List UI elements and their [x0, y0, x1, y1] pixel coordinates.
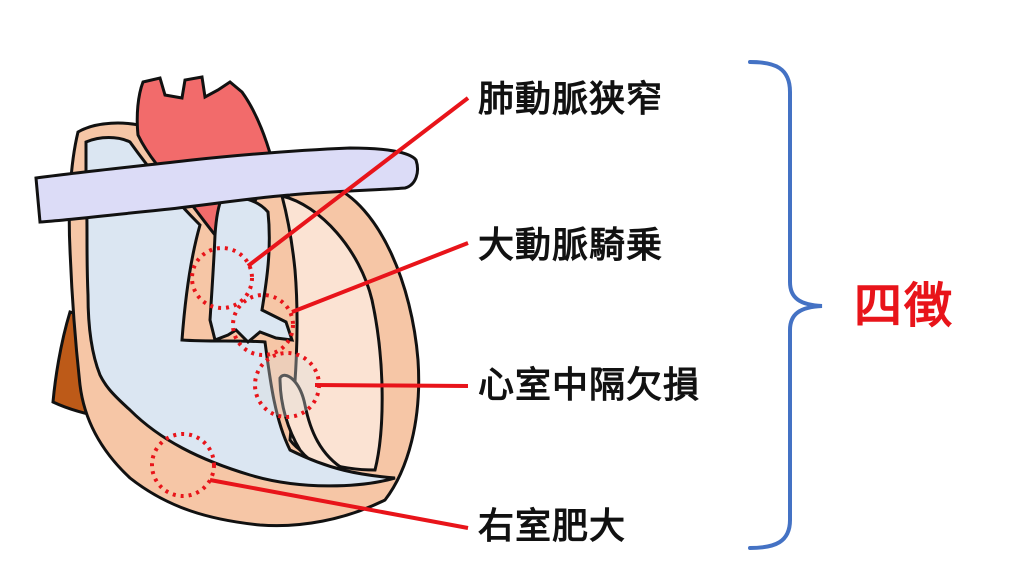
leader-line-3 — [314, 383, 469, 388]
label-ventricular-septal-defect: 心室中隔欠損 — [478, 365, 701, 406]
label-overriding-aorta: 大動脈騎乗 — [478, 225, 664, 266]
group-label-tetralogy: 四徴 — [854, 278, 955, 334]
curly-brace — [748, 60, 823, 550]
highlight-rv-hypertrophy — [150, 432, 216, 498]
left-ventricle-cavity — [279, 193, 384, 472]
pulmonary-artery-trunk — [208, 195, 295, 345]
right-heart-cavity — [84, 136, 396, 488]
leader-line-1 — [246, 96, 470, 268]
label-pulmonary-stenosis: 肺動脈狭窄 — [478, 79, 664, 120]
highlight-overriding-aorta — [231, 293, 295, 357]
pulmonary-artery-branch — [34, 146, 420, 224]
leader-line-2 — [291, 241, 469, 314]
leader-line-4 — [209, 478, 469, 530]
label-right-ventricular-hypertrophy: 右室肥大 — [478, 506, 627, 547]
highlight-pulmonary-stenosis — [190, 246, 254, 310]
highlight-vsd — [253, 351, 321, 419]
